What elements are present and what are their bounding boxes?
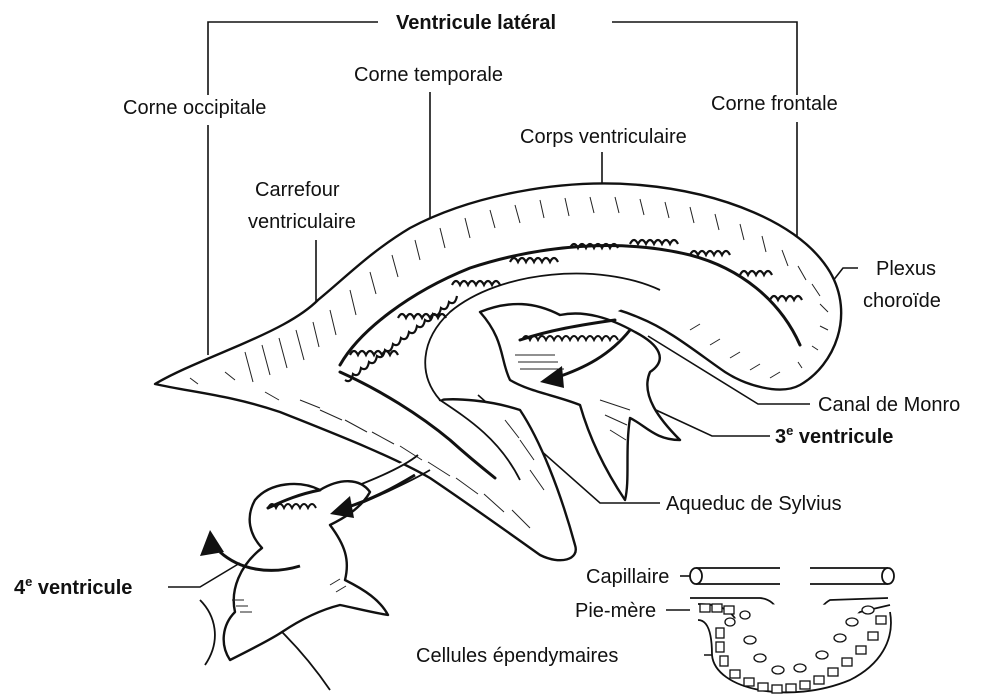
label-aqueduc: Aqueduc de Sylvius bbox=[666, 493, 842, 515]
fourth-lower-left bbox=[200, 600, 215, 665]
label-capillaire: Capillaire bbox=[586, 566, 669, 588]
capillary-end-left bbox=[690, 568, 702, 584]
label-plexus-2: choroïde bbox=[863, 290, 941, 312]
fourth-leader bbox=[168, 563, 240, 587]
label-corne-occipitale: Corne occipitale bbox=[123, 97, 266, 119]
troisieme-num: 3 bbox=[775, 426, 786, 448]
capillary-tube bbox=[696, 568, 888, 584]
label-ventricule-lateral: Ventricule latéral bbox=[396, 12, 556, 34]
label-corps-ventriculaire: Corps ventriculaire bbox=[520, 126, 687, 148]
fourth-ventricle bbox=[200, 455, 430, 690]
label-plexus-1: Plexus bbox=[876, 258, 936, 280]
label-carrefour-2: ventriculaire bbox=[248, 211, 356, 233]
troisieme-sup: e bbox=[786, 423, 793, 438]
label-quatrieme-ventricule: 4e ventricule bbox=[14, 574, 132, 599]
plexus-detail bbox=[690, 568, 894, 693]
label-corne-frontale: Corne frontale bbox=[711, 93, 838, 115]
fourth-ventricle-outline bbox=[224, 481, 388, 660]
quatrieme-word: ventricule bbox=[32, 577, 132, 599]
label-corne-temporale: Corne temporale bbox=[354, 64, 503, 86]
fourth-lower-right bbox=[282, 632, 330, 690]
label-troisieme-ventricule: 3e ventricule bbox=[775, 423, 893, 448]
label-pie-mere: Pie-mère bbox=[575, 600, 656, 622]
quatrieme-sup: e bbox=[25, 574, 32, 589]
label-cellules: Cellules épendymaires bbox=[416, 645, 618, 667]
label-carrefour-1: Carrefour bbox=[255, 179, 340, 201]
fourth-arrowhead bbox=[200, 530, 224, 556]
capillary-end-right bbox=[882, 568, 894, 584]
label-canal-monro: Canal de Monro bbox=[818, 394, 960, 416]
troisieme-word: ventricule bbox=[793, 426, 893, 448]
